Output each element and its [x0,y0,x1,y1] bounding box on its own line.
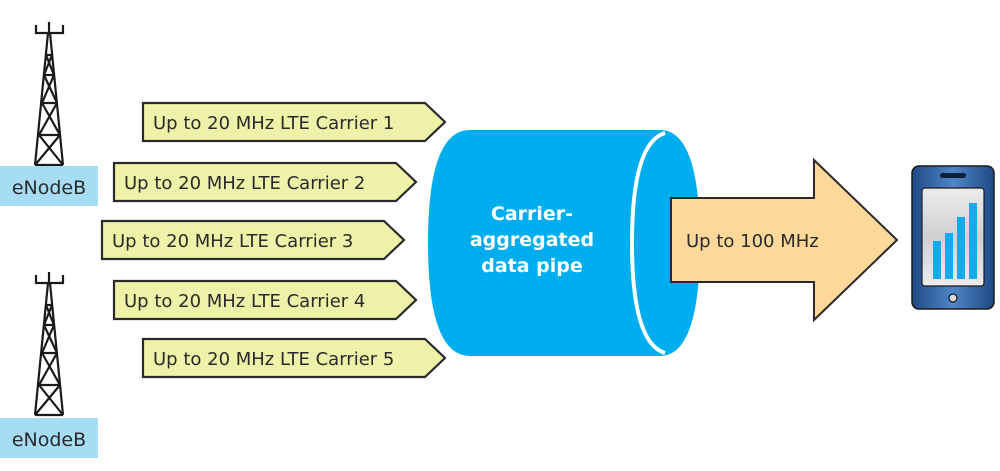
smartphone-icon [911,165,995,310]
cell-tower-icon [33,272,65,417]
signal-bar [957,217,965,279]
carrier-label: Up to 20 MHz LTE Carrier 5 [153,349,394,370]
carrier-arrow-3: Up to 20 MHz LTE Carrier 3 [100,219,406,261]
carrier-arrow-shape [112,161,418,203]
signal-bar [969,203,977,279]
enodeb-label-bg [0,166,98,206]
carrier-arrow-shape [112,279,418,321]
pipe-label-line-2: aggregated [470,229,594,251]
carrier-arrow-4: Up to 20 MHz LTE Carrier 4 [112,279,418,321]
phone-home-button [948,293,958,303]
signal-bar [933,241,941,279]
phone-speaker [940,173,966,178]
enodeb-1: eNodeB [0,22,98,206]
carrier-arrow-shape [141,337,447,379]
carrier-arrow-2: Up to 20 MHz LTE Carrier 2 [112,161,418,203]
carrier-label: Up to 20 MHz LTE Carrier 3 [112,231,353,252]
output-bandwidth-arrow: Up to 100 MHz [670,157,899,323]
cell-tower-icon [33,22,65,167]
pipe-end-outline [629,131,666,355]
enodeb-2: eNodeB [0,272,98,458]
carrier-label: Up to 20 MHz LTE Carrier 2 [124,173,365,194]
carrier-aggregated-pipe: Carrier- aggregated data pipe [428,130,700,356]
arrow-shape [670,157,899,323]
carrier-label: Up to 20 MHz LTE Carrier 1 [153,113,394,134]
carrier-label: Up to 20 MHz LTE Carrier 4 [124,291,365,312]
enodeb-label: eNodeB [12,429,86,451]
pipe-body [428,130,700,356]
signal-bar [945,233,953,279]
carrier-arrow-1: Up to 20 MHz LTE Carrier 1 [141,101,447,143]
carrier-arrow-shape [141,101,447,143]
enodeb-label-bg [0,418,98,458]
carrier-list: Up to 20 MHz LTE Carrier 1 Up to 20 MHz L… [100,101,447,379]
carrier-arrow-shape [100,219,406,261]
signal-bars-icon [933,203,977,279]
output-bandwidth-label: Up to 100 MHz [686,231,819,252]
enodeb-label: eNodeB [12,177,86,199]
carrier-arrow-5: Up to 20 MHz LTE Carrier 5 [141,337,447,379]
pipe-label-line-3: data pipe [481,255,583,277]
pipe-label-line-1: Carrier- [491,203,573,225]
